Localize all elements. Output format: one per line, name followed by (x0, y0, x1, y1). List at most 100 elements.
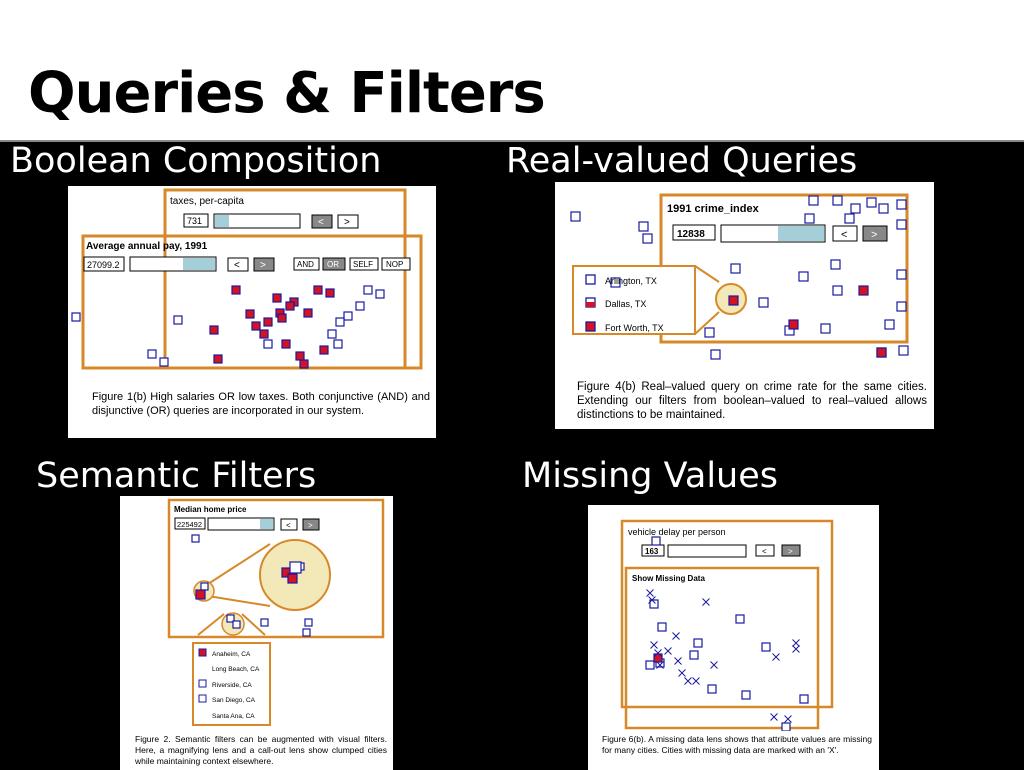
city-marker (642, 233, 653, 244)
taxes-prev-button[interactable] (311, 214, 333, 229)
selected-city-marker (277, 313, 287, 323)
boolean-city-markers (71, 285, 385, 369)
selected-city-marker (653, 653, 663, 663)
taxes-next-button[interactable] (337, 214, 359, 229)
legend-dallas-fill (586, 302, 595, 307)
taxes-slider-label: taxes, per-capita (170, 196, 244, 207)
delay-slider-label: vehicle delay per person (628, 527, 726, 537)
missing-data-lens-frame (624, 566, 820, 730)
home-price-prev-button[interactable] (280, 518, 298, 531)
and-button[interactable] (293, 257, 320, 271)
pay-value-box[interactable] (83, 256, 125, 272)
callout-connector-left (197, 613, 225, 636)
real-figure-graphic: 1991 crime_index 12838 < > Arlington, TX… (570, 193, 909, 360)
boolean-caption: Figure 1(b) High salaries OR low taxes. … (92, 391, 430, 417)
callout-connector-right (241, 613, 266, 636)
legend-arlington-marker (585, 274, 596, 285)
crime-next-button[interactable] (862, 225, 888, 242)
city-marker (355, 301, 365, 311)
selected-city-marker (858, 285, 869, 296)
city-marker (710, 349, 721, 360)
selected-city-marker (313, 285, 323, 295)
delay-prev-button[interactable] (755, 544, 775, 557)
missing-city-markers (645, 536, 809, 731)
magnifier-connector-bottom (207, 595, 271, 607)
city-marker (173, 315, 183, 325)
crime-value-box[interactable] (672, 224, 716, 241)
missing-data-marker (702, 598, 710, 606)
missing-data-marker (770, 713, 778, 721)
crime-prev-label: < (841, 229, 847, 241)
city-marker (798, 271, 809, 282)
legend-fortworth-label: Fort Worth, TX (605, 323, 664, 333)
selected-city-marker (876, 347, 887, 358)
city-marker (159, 357, 169, 367)
crime-slider-label: 1991 crime_index (667, 203, 760, 215)
selected-city-marker (319, 345, 329, 355)
real-caption: Figure 4(b) Real–valued query on crime r… (577, 381, 927, 421)
pay-prev-button[interactable] (227, 257, 249, 272)
city-marker (610, 277, 621, 288)
selected-city-marker (728, 295, 739, 306)
city-marker (191, 534, 200, 543)
delay-prev-label: < (762, 547, 767, 556)
city-marker (896, 219, 907, 230)
legend-anaheim-marker (198, 648, 207, 657)
taxes-slider-track[interactable] (213, 213, 301, 229)
figure-real-valued-queries: 1991 crime_index 12838 < > Arlington, TX… (555, 182, 934, 429)
pay-next-button[interactable] (253, 257, 275, 272)
city-marker (638, 221, 649, 232)
city-marker (896, 301, 907, 312)
city-marker (896, 269, 907, 280)
figure-missing-values: vehicle delay per person 163 < > Show Mi… (588, 505, 879, 770)
nop-label: NOP (386, 260, 403, 269)
legend-sandiego-marker (198, 694, 207, 703)
city-marker (730, 263, 741, 274)
or-button[interactable] (322, 257, 346, 271)
city-marker (570, 211, 581, 222)
missing-lens-label: Show Missing Data (632, 574, 705, 583)
real-city-markers (570, 195, 909, 360)
self-button[interactable] (349, 257, 379, 271)
selected-city-marker (259, 329, 269, 339)
delay-next-button[interactable] (781, 544, 801, 557)
legend-riverside-label: Riverside, CA (212, 682, 252, 689)
home-price-slider-track[interactable] (207, 517, 275, 531)
missing-data-marker (664, 647, 672, 655)
city-marker (689, 650, 699, 660)
boolean-figure-graphic: taxes, per-capita 731 < > Average annual… (71, 188, 423, 370)
crime-prev-button[interactable] (832, 225, 858, 242)
selected-city-marker (195, 589, 206, 600)
delay-slider-track[interactable] (667, 544, 747, 558)
selected-city-marker (263, 317, 273, 327)
taxes-value: 731 (187, 216, 202, 226)
city-marker (657, 622, 667, 632)
city-marker (878, 203, 889, 214)
taxes-value-box[interactable] (183, 213, 209, 228)
heading-semantic-filters: Semantic Filters (36, 456, 317, 496)
city-marker (260, 618, 269, 627)
city-marker (898, 345, 909, 356)
legend-arlington-label: Arlington, TX (605, 276, 657, 286)
semantic-city-markers (191, 534, 313, 637)
city-marker (200, 582, 209, 591)
delay-lens-frame (620, 519, 834, 709)
city-marker (263, 339, 273, 349)
missing-data-marker (646, 589, 654, 597)
legend-fortworth-marker (585, 321, 596, 332)
and-label: AND (297, 260, 314, 269)
missing-data-marker (710, 661, 718, 669)
nop-button[interactable] (381, 257, 411, 271)
or-label: OR (327, 260, 339, 269)
pay-next-label: > (260, 260, 266, 271)
city-marker (147, 349, 157, 359)
delay-next-label: > (788, 547, 793, 556)
city-marker (896, 199, 907, 210)
figure-boolean-composition: taxes, per-capita 731 < > Average annual… (68, 186, 436, 438)
city-marker (335, 317, 345, 327)
home-price-next-button[interactable] (302, 518, 320, 531)
home-price-value-box[interactable] (174, 517, 206, 530)
selected-city-marker (231, 285, 241, 295)
legend-riverside-marker (198, 679, 207, 688)
content-panel: Boolean Composition Real-valued Queries … (0, 140, 1024, 770)
